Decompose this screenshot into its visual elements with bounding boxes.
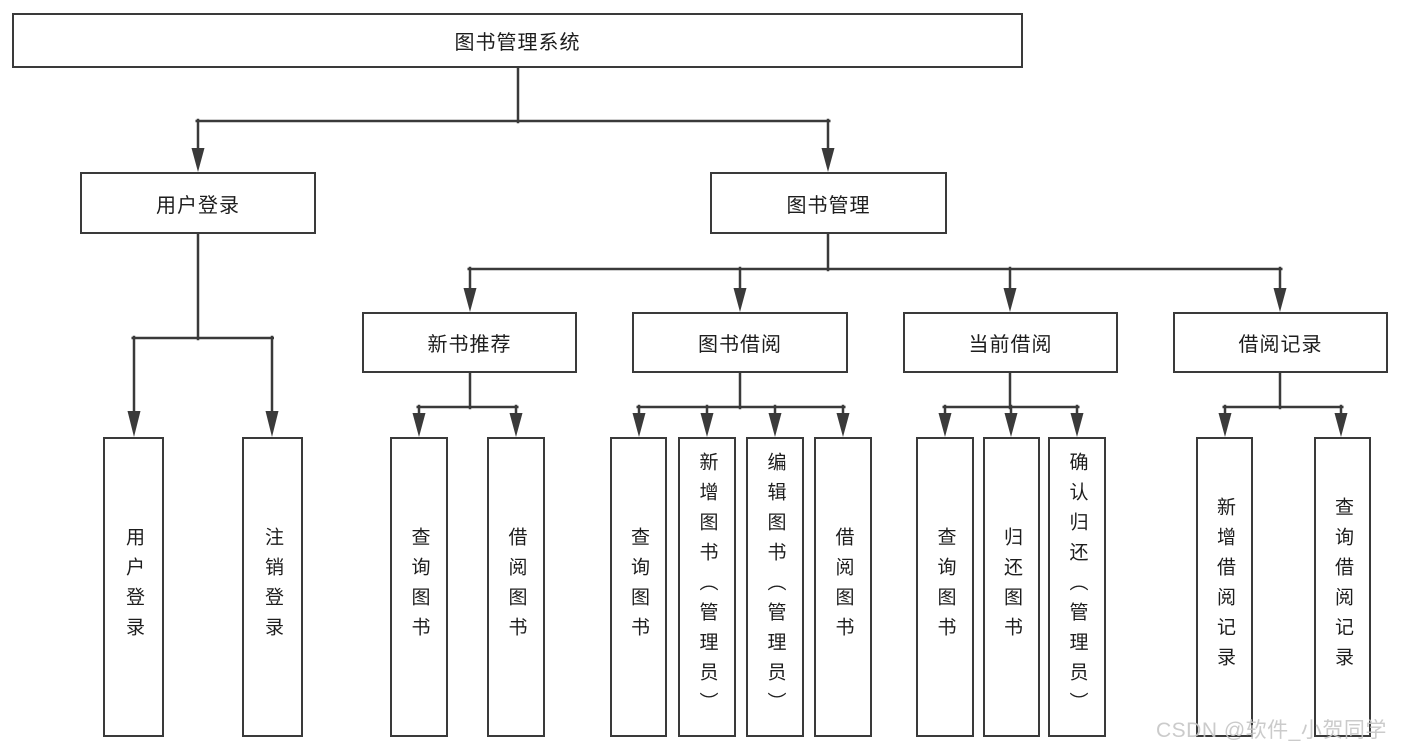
leaf-record-add-box: 新增借阅记录 [1196, 437, 1253, 737]
leaf-user-login-label: 用户登录 [123, 527, 144, 647]
leaf-borrow-add-admin-label: 新增图书（管理员） [696, 452, 718, 722]
leaf-borrow-edit-admin-label: 编辑图书（管理员） [764, 452, 786, 722]
leaf-newbook-query-box: 查询图书 [390, 437, 448, 737]
book-borrow-label: 图书借阅 [698, 334, 782, 356]
leaf-logout-box: 注销登录 [242, 437, 303, 737]
leaf-newbook-query-label: 查询图书 [408, 527, 430, 647]
leaf-record-query-label: 查询借阅记录 [1332, 497, 1353, 677]
leaf-current-query-label: 查询图书 [934, 527, 956, 647]
book-management-branch-label: 图书管理 [786, 194, 871, 217]
system-root-label: 图书管理系统 [454, 32, 581, 54]
leaf-borrow-borrow-box: 借阅图书 [814, 437, 872, 737]
leaf-current-confirm-admin-label: 确认归还（管理员） [1066, 452, 1088, 722]
borrow-record-label: 借阅记录 [1238, 334, 1323, 356]
csdn-watermark-text: CSDN @软件_小贺同学 [1156, 719, 1387, 742]
leaf-current-confirm-admin-box: 确认归还（管理员） [1048, 437, 1106, 737]
leaf-borrow-edit-admin-box: 编辑图书（管理员） [746, 437, 804, 737]
leaf-record-query-box: 查询借阅记录 [1314, 437, 1371, 737]
user-login-branch-box: 用户登录 [80, 172, 316, 234]
leaf-record-add-label: 新增借阅记录 [1214, 497, 1235, 677]
leaf-logout-label: 注销登录 [262, 527, 283, 647]
leaf-current-return-box: 归还图书 [983, 437, 1040, 737]
leaf-borrow-borrow-label: 借阅图书 [832, 527, 854, 647]
current-borrow-label: 当前借阅 [968, 334, 1053, 356]
leaf-current-query-box: 查询图书 [916, 437, 974, 737]
leaf-user-login-box: 用户登录 [103, 437, 164, 737]
new-book-recommend-box: 新书推荐 [362, 312, 577, 373]
leaf-borrow-query-box: 查询图书 [610, 437, 667, 737]
borrow-record-box: 借阅记录 [1173, 312, 1388, 373]
book-borrow-box: 图书借阅 [632, 312, 848, 373]
leaf-borrow-query-label: 查询图书 [628, 527, 649, 647]
leaf-current-return-label: 归还图书 [1001, 527, 1022, 647]
leaf-newbook-borrow-label: 借阅图书 [505, 527, 527, 647]
book-management-branch-box: 图书管理 [710, 172, 947, 234]
current-borrow-box: 当前借阅 [903, 312, 1118, 373]
leaf-newbook-borrow-box: 借阅图书 [487, 437, 545, 737]
leaf-borrow-add-admin-box: 新增图书（管理员） [678, 437, 736, 737]
new-book-recommend-label: 新书推荐 [427, 334, 512, 356]
system-root-box: 图书管理系统 [12, 13, 1023, 68]
user-login-branch-label: 用户登录 [156, 194, 240, 217]
